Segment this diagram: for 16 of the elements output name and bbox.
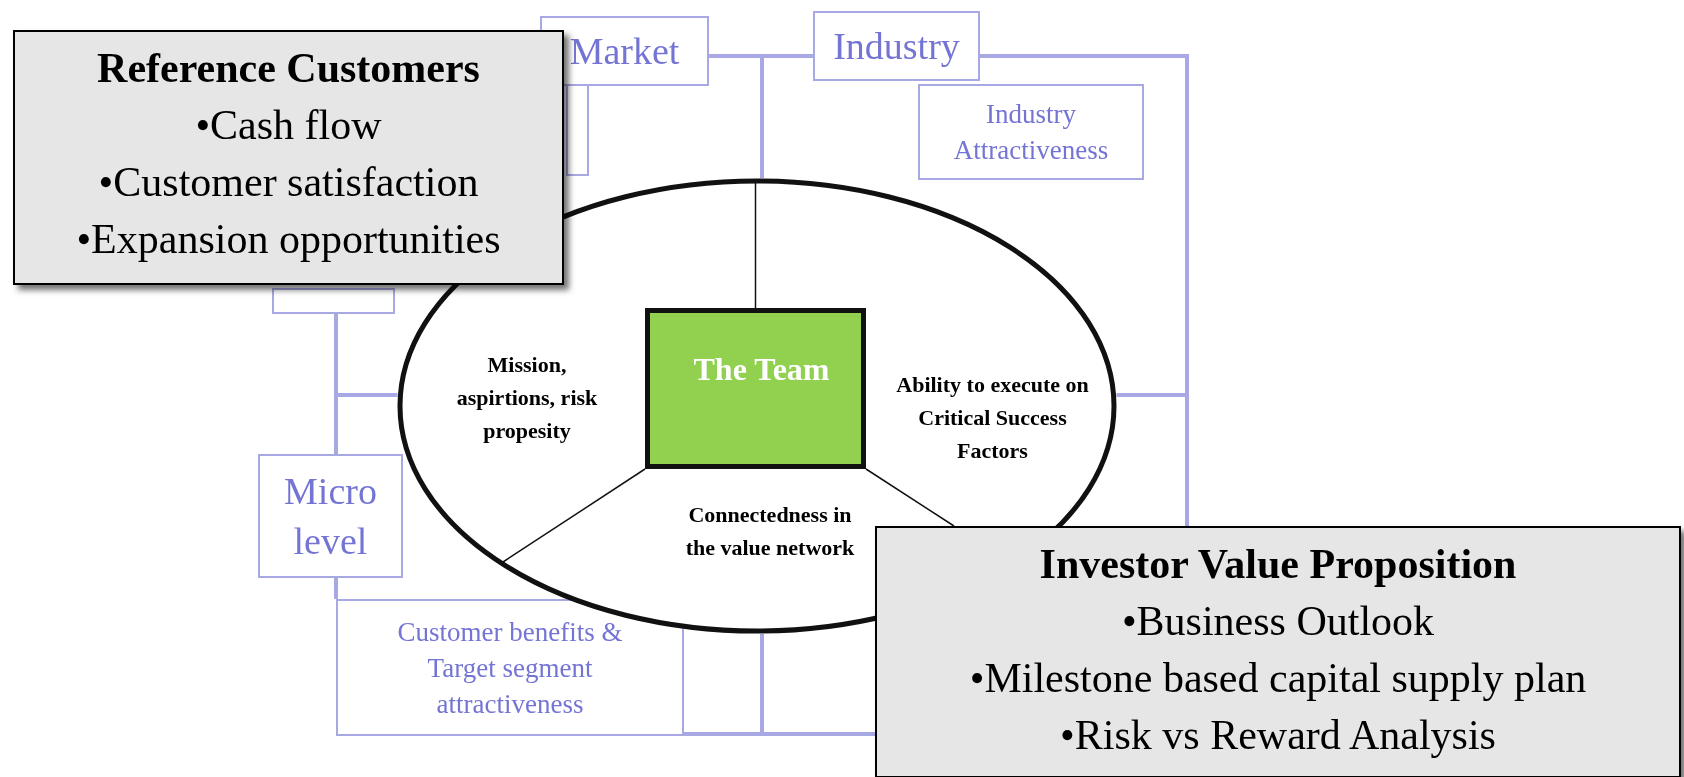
callout-panel: Reference Customers •Cash flow •Customer satisfaction •Expansion opportunities [13,30,564,285]
label-box: Customer benefits & Target segment attractiveness [336,599,684,736]
label-box: Industry [813,11,980,81]
label-box: Micro level [258,454,403,578]
connector-line [709,54,764,178]
callout-panel: Investor Value Proposition •Business Outlook •Milestone based capital supply plan •Risk vs Reward Analysis [875,526,1681,777]
connector-line [334,578,338,599]
connector-line [684,732,875,736]
sector-label: Mission, aspirtions, risk propesity [455,351,599,445]
sector-label: Ability to execute on Critical Success Factors [895,371,1090,465]
outline-box [566,84,589,176]
sector-label: Connectedness in the value network [684,501,856,562]
label-box: Industry Attractiveness [918,84,1144,180]
team-box: The Team [645,308,866,469]
outline-box [272,288,395,314]
connector-line [334,393,398,454]
